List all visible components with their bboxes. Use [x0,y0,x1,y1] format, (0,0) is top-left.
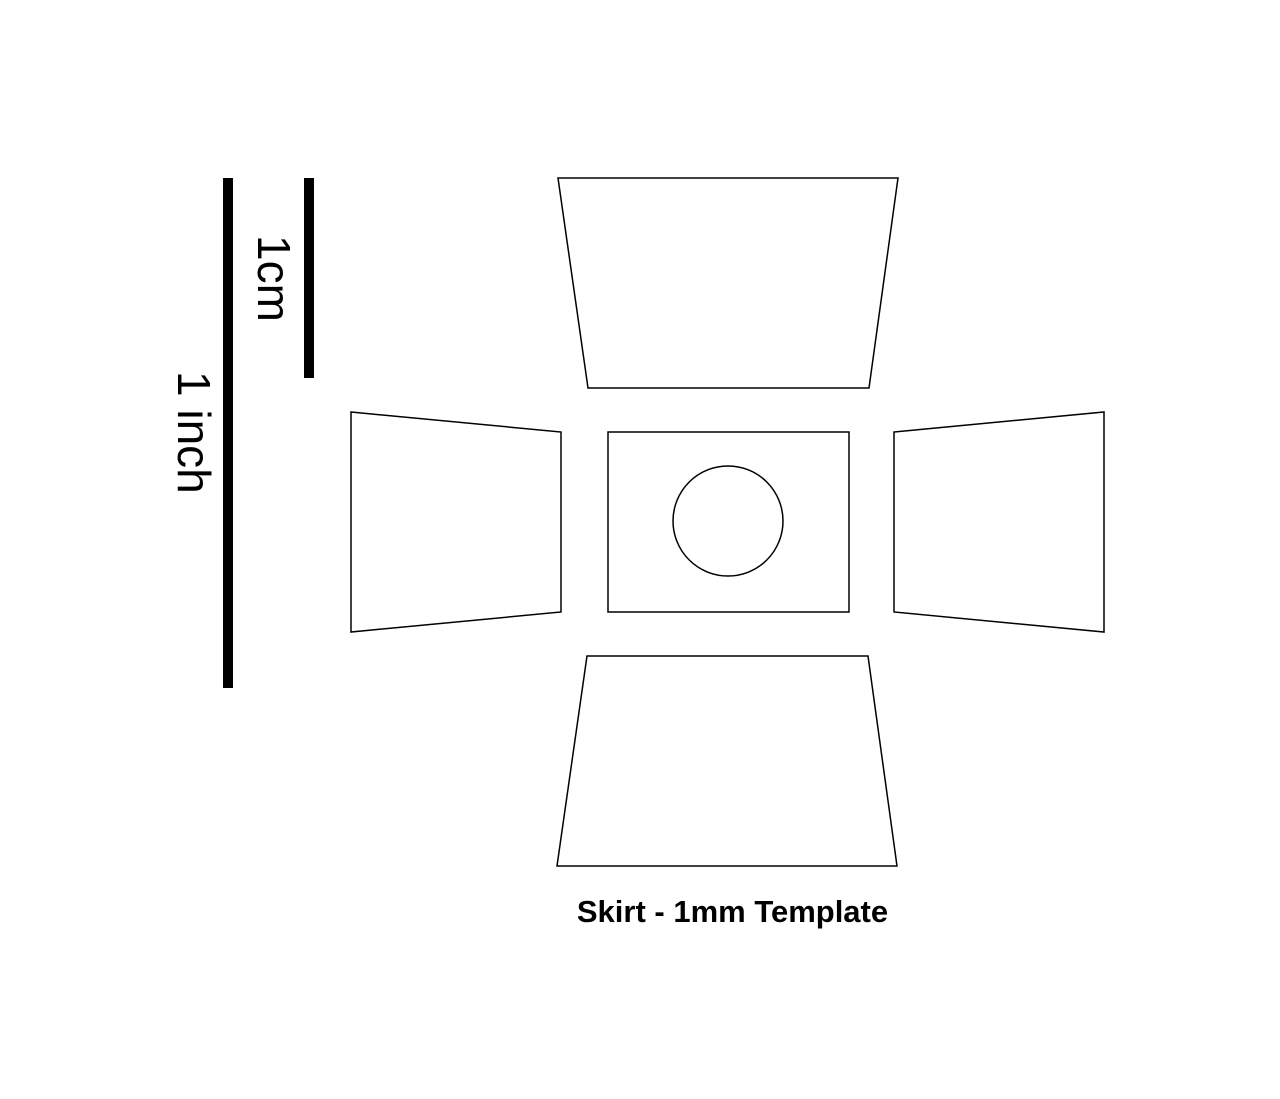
top-flap [557,177,899,389]
inch-scale-bar [223,178,233,688]
left-flap [350,411,562,633]
cm-scale-bar [304,178,314,378]
right-flap [893,411,1105,633]
center-hole [672,465,784,577]
inch-scale-label: 1 inch [168,371,220,494]
cm-scale-label: 1cm [248,235,300,322]
template-caption: Skirt - 1mm Template [576,894,889,929]
bottom-flap [556,655,898,867]
